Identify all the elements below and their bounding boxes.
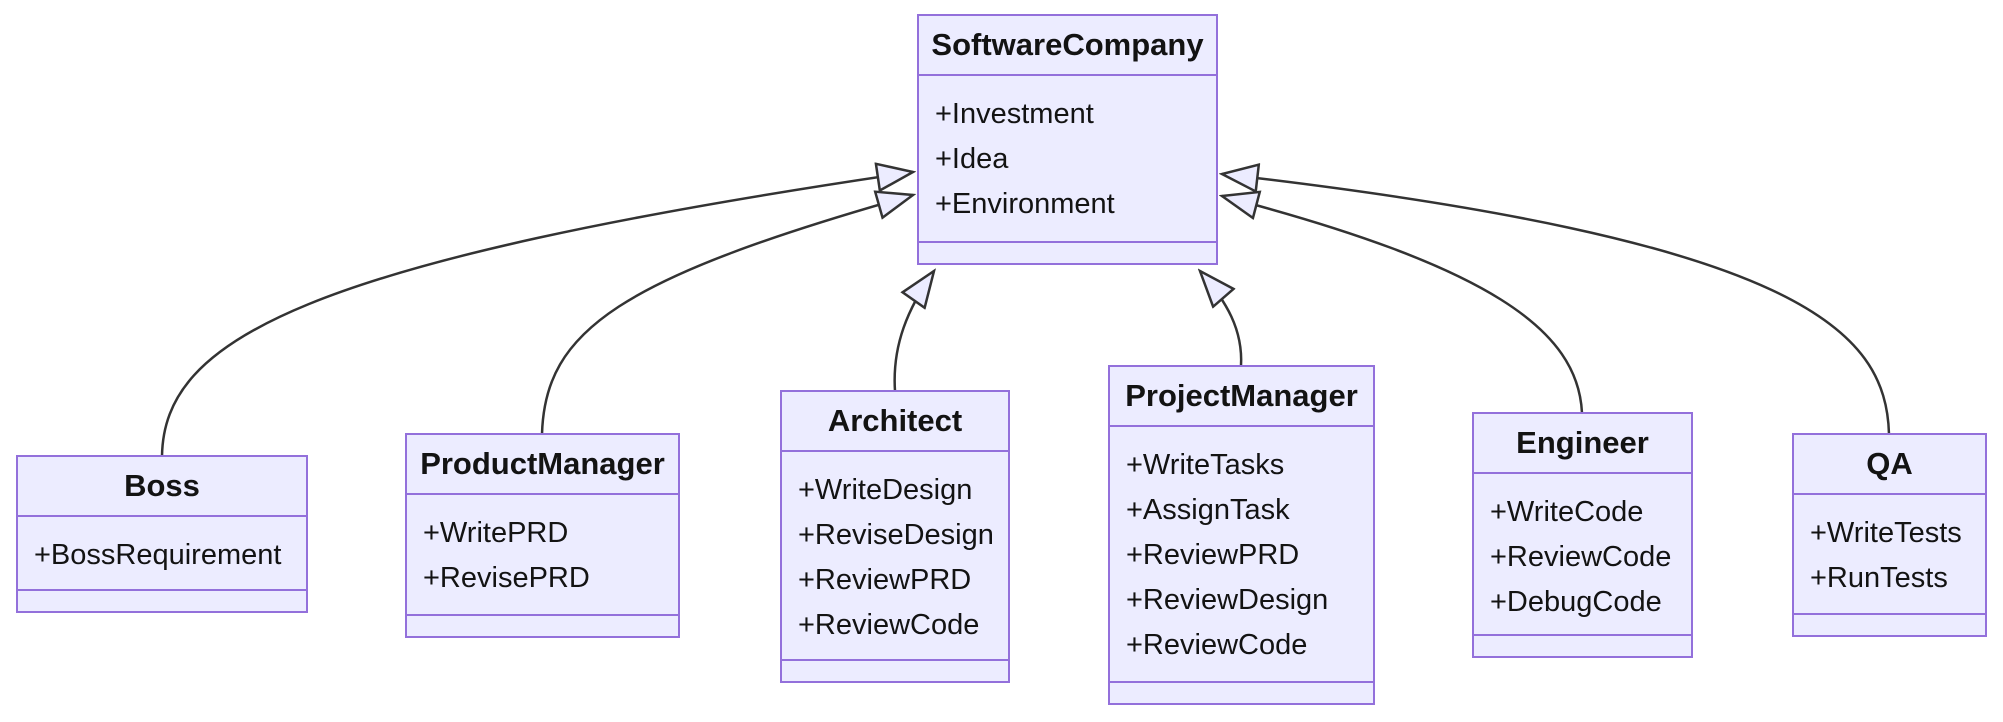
inheritance-arrow-engineer: [1222, 196, 1584, 414]
inheritance-arrow-qa: [1222, 174, 1891, 435]
class-methods-empty: [1474, 634, 1691, 656]
class-attribute: +Environment: [935, 188, 1115, 220]
class-methods-empty: [1110, 681, 1373, 703]
inheritance-arrow-productmanager: [540, 195, 913, 435]
class-attribute: +RevisePRD: [423, 562, 590, 594]
class-attributes: +BossRequirement: [18, 517, 306, 589]
class-box-projectmanager: ProjectManager +WriteTasks +AssignTask +…: [1108, 365, 1375, 705]
class-methods-empty: [407, 614, 678, 636]
class-attributes: +WriteTasks +AssignTask +ReviewPRD +Revi…: [1110, 427, 1373, 681]
class-box-boss: Boss +BossRequirement: [16, 455, 308, 613]
class-methods-empty: [919, 241, 1216, 263]
class-attribute: +ReviewCode: [1126, 629, 1308, 661]
class-attributes: +Investment +Idea +Environment: [919, 76, 1216, 241]
class-attribute: +ReviewCode: [798, 609, 980, 641]
class-attribute: +ReviewCode: [1490, 541, 1672, 573]
class-attribute: +AssignTask: [1126, 494, 1290, 526]
class-box-productmanager: ProductManager +WritePRD +RevisePRD: [405, 433, 680, 638]
class-attribute: +ReviewDesign: [1126, 584, 1329, 616]
class-title: ProductManager: [407, 435, 678, 495]
class-methods-empty: [782, 659, 1008, 681]
class-attribute: +ReviewPRD: [1126, 539, 1300, 571]
class-attribute: +ReviseDesign: [798, 519, 994, 551]
class-box-softwarecompany: SoftwareCompany +Investment +Idea +Envir…: [917, 14, 1218, 265]
class-title: Engineer: [1474, 414, 1691, 474]
inheritance-arrow-boss: [160, 172, 913, 457]
class-attributes: +WritePRD +RevisePRD: [407, 495, 678, 614]
class-title: ProjectManager: [1110, 367, 1373, 427]
class-methods-empty: [1794, 613, 1985, 635]
class-attribute: +WriteCode: [1490, 496, 1644, 528]
class-attribute: +BossRequirement: [34, 539, 282, 571]
class-title: SoftwareCompany: [919, 16, 1216, 76]
inheritance-arrow-architect: [893, 271, 934, 392]
inheritance-arrow-projectmanager: [1200, 271, 1243, 367]
class-attribute: +WriteTasks: [1126, 449, 1285, 481]
class-attribute: +Idea: [935, 143, 1009, 175]
class-box-qa: QA +WriteTests +RunTests: [1792, 433, 1987, 637]
class-attribute: +WriteDesign: [798, 474, 973, 506]
class-attribute: +WritePRD: [423, 517, 569, 549]
class-attribute: +WriteTests: [1810, 517, 1962, 549]
class-methods-empty: [18, 589, 306, 611]
class-attributes: +WriteCode +ReviewCode +DebugCode: [1474, 474, 1691, 634]
class-attribute: +DebugCode: [1490, 586, 1662, 618]
class-title: Architect: [782, 392, 1008, 452]
class-title: QA: [1794, 435, 1985, 495]
class-attributes: +WriteTests +RunTests: [1794, 495, 1985, 613]
class-box-engineer: Engineer +WriteCode +ReviewCode +DebugCo…: [1472, 412, 1693, 658]
class-box-architect: Architect +WriteDesign +ReviseDesign +Re…: [780, 390, 1010, 683]
class-attribute: +RunTests: [1810, 562, 1948, 594]
class-attribute: +ReviewPRD: [798, 564, 972, 596]
class-attributes: +WriteDesign +ReviseDesign +ReviewPRD +R…: [782, 452, 1008, 659]
class-title: Boss: [18, 457, 306, 517]
class-attribute: +Investment: [935, 98, 1094, 130]
